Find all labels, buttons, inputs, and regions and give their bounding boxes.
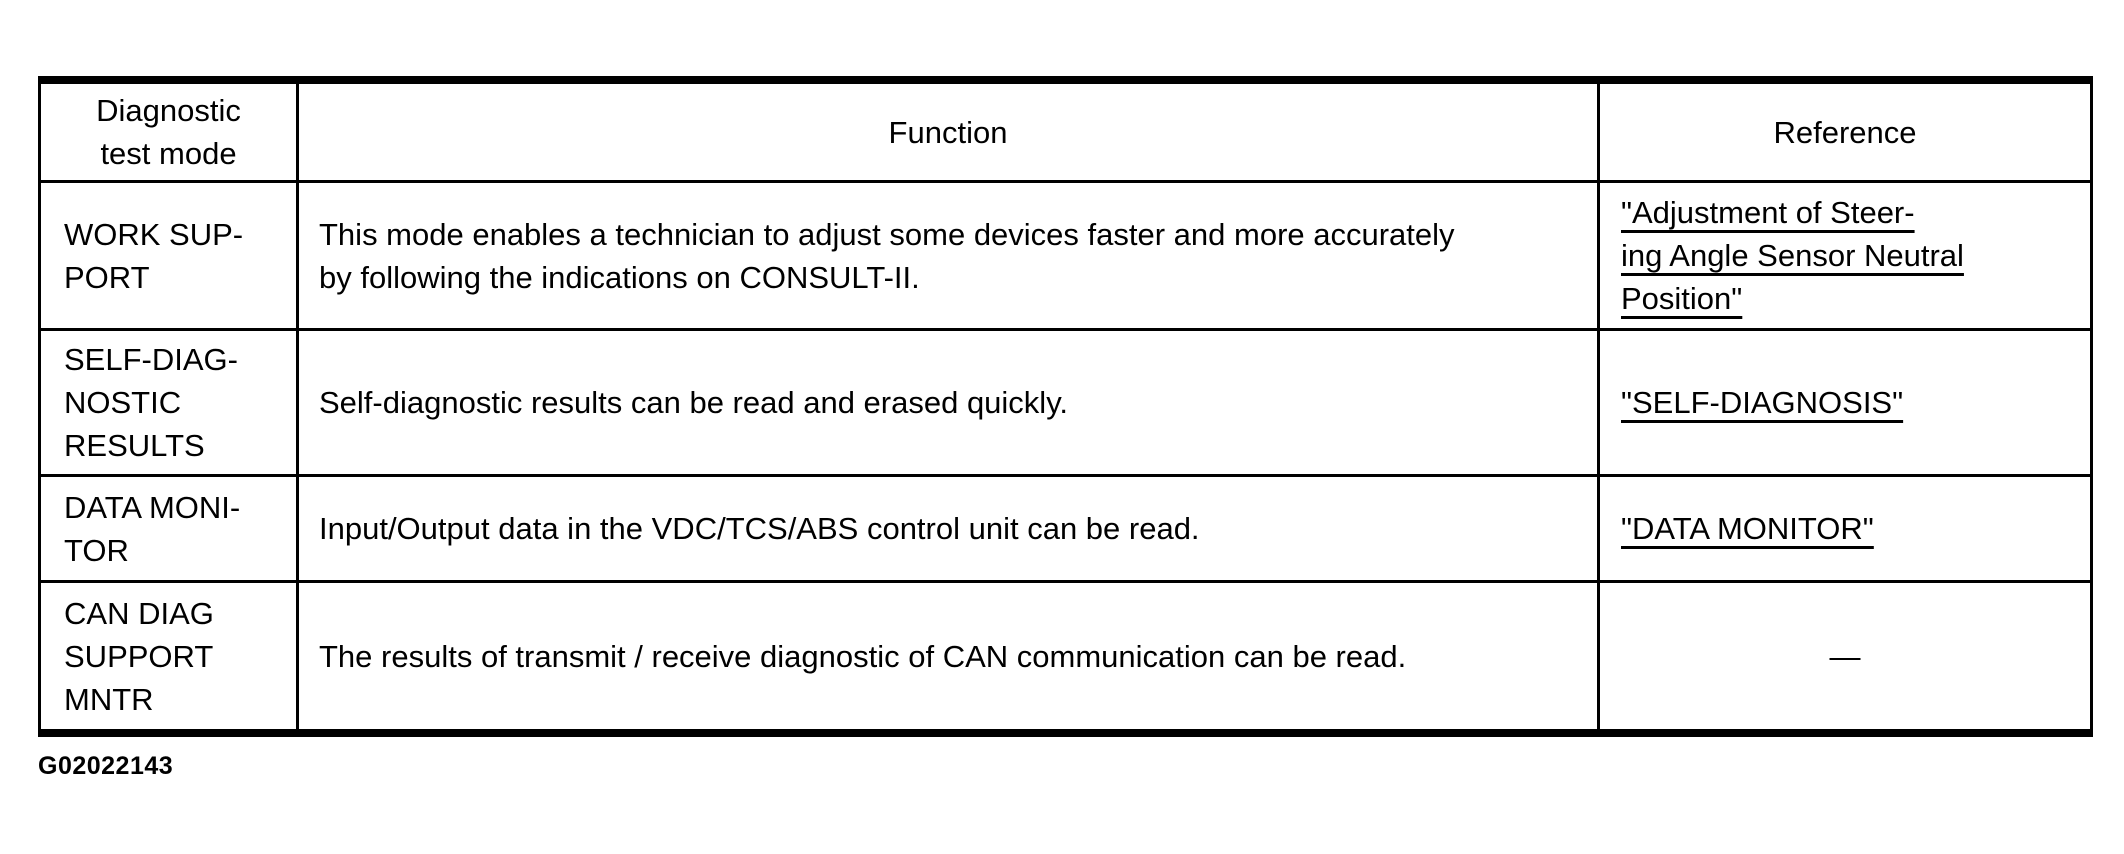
mode-label: CAN DIAG SUPPORT MNTR [64, 595, 214, 717]
function-text: This mode enables a technician to adjust… [319, 216, 1455, 295]
function-text: Self-diagnostic results can be read and … [319, 385, 1069, 420]
figure-code: G02022143 [38, 752, 174, 780]
reference-link-data-monitor[interactable]: "DATA MONITOR" [1621, 511, 1874, 546]
diagnostic-test-mode-table: Diagnostic test mode Function Reference … [38, 76, 2093, 737]
table-row-can-diag-support-mntr-function-cell: The results of transmit / receive diagno… [296, 583, 1597, 729]
reference-empty-dash: — [1829, 638, 1861, 674]
column-header-diagnostic-test-mode: Diagnostic test mode [38, 84, 296, 183]
column-header-label: Diagnostic test mode [96, 93, 241, 171]
reference-link-self-diagnosis[interactable]: "SELF-DIAGNOSIS" [1621, 385, 1904, 420]
column-header-label: Function [888, 114, 1008, 150]
column-header-reference: Reference [1597, 84, 2093, 183]
table-row-can-diag-support-mntr-reference-cell: — [1597, 583, 2093, 729]
mode-label: DATA MONI- TOR [64, 489, 241, 568]
table-row-self-diagnostic-results-reference-cell: "SELF-DIAGNOSIS" [1597, 331, 2093, 477]
table-row-can-diag-support-mntr-mode-cell: CAN DIAG SUPPORT MNTR [38, 583, 296, 729]
mode-label: WORK SUP- PORT [64, 216, 244, 295]
table-row-self-diagnostic-results-function-cell: Self-diagnostic results can be read and … [296, 331, 1597, 477]
function-text: Input/Output data in the VDC/TCS/ABS con… [319, 511, 1200, 546]
table-row-work-support-mode-cell: WORK SUP- PORT [38, 183, 296, 331]
table-row-data-monitor-reference-cell: "DATA MONITOR" [1597, 477, 2093, 583]
table-row-work-support-function-cell: This mode enables a technician to adjust… [296, 183, 1597, 331]
table-row-work-support-reference-cell: "Adjustment of Steer- ing Angle Sensor N… [1597, 183, 2093, 331]
column-header-label: Reference [1773, 114, 1917, 150]
column-header-function: Function [296, 84, 1597, 183]
table-row-self-diagnostic-results-mode-cell: SELF-DIAG- NOSTIC RESULTS [38, 331, 296, 477]
function-text: The results of transmit / receive diagno… [319, 638, 1407, 674]
table-row-data-monitor-function-cell: Input/Output data in the VDC/TCS/ABS con… [296, 477, 1597, 583]
mode-label: SELF-DIAG- NOSTIC RESULTS [64, 342, 238, 463]
table-row-data-monitor-mode-cell: DATA MONI- TOR [38, 477, 296, 583]
reference-link-adjustment-of-steering-angle-sensor-neutral-position[interactable]: "Adjustment of Steer- ing Angle Sensor N… [1621, 195, 1964, 316]
